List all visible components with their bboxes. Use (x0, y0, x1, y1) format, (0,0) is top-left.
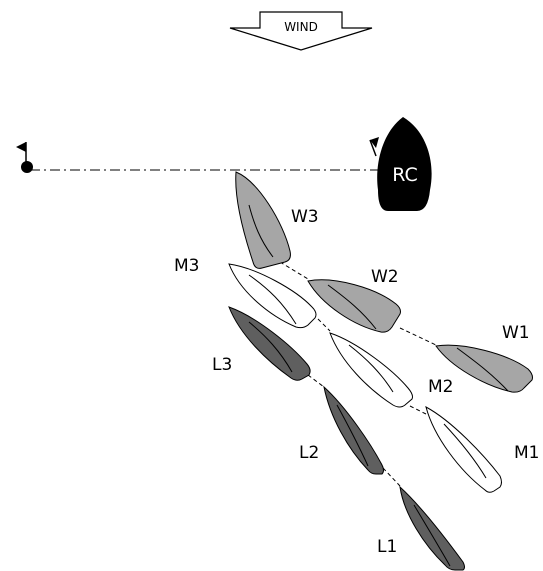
wind-label: WIND (284, 20, 318, 34)
boat-l3 (228, 306, 311, 381)
pin-end-mark (16, 142, 33, 173)
boat-m3 (228, 263, 317, 329)
boat-m2 (329, 332, 413, 408)
boat-l2 (323, 385, 384, 475)
boat-label-w1: W1 (502, 323, 530, 343)
committee-boat: RC (369, 117, 432, 211)
boat-label-l1: L1 (377, 537, 397, 557)
boat-w3 (235, 171, 291, 269)
wind-arrow: WIND (229, 11, 373, 51)
boat-label-l2: L2 (299, 443, 319, 463)
pin-buoy (21, 161, 33, 173)
boat-label-m1: M1 (514, 443, 539, 463)
boat-w1 (435, 344, 533, 393)
committee-boat-label: RC (392, 164, 418, 186)
boat-label-w2: W2 (371, 267, 399, 287)
boat-m1 (425, 406, 502, 493)
overlap-lines (279, 261, 437, 487)
boat-label-l3: L3 (212, 355, 232, 375)
boat-label-w3: W3 (291, 207, 319, 227)
boat-label-m3: M3 (174, 256, 199, 276)
boat-label-m2: M2 (428, 377, 453, 397)
boat-l1 (399, 485, 465, 571)
boat-w2 (307, 279, 401, 333)
